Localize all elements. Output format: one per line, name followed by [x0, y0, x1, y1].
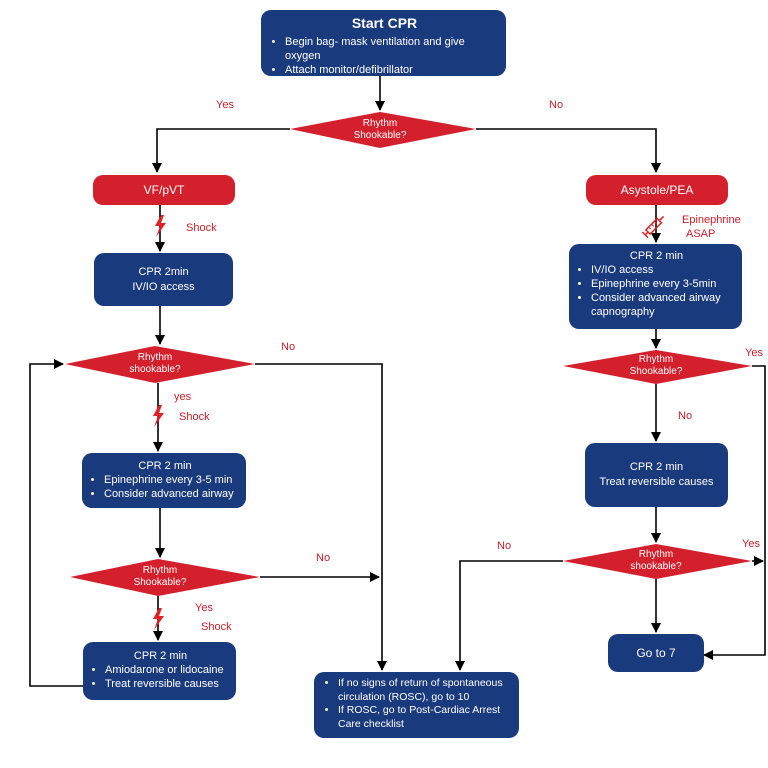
cpr-left-2-item-airway: Consider advanced airway	[104, 487, 240, 501]
no-label-d4: No	[678, 410, 693, 422]
cpr-left-1-line2: IV/IO access	[132, 280, 195, 293]
asystole-pea-box: Asystole/PEA	[586, 175, 728, 205]
rosc-check-box: If no signs of return of spontaneous cir…	[314, 672, 519, 738]
rosc-item-no-signs: If no signs of return of spontaneous cir…	[338, 677, 513, 704]
yes-label-d3: Yes	[195, 602, 213, 614]
diamond-1-line2: Shookable?	[353, 130, 407, 141]
epinephrine-label: Epinephrine	[682, 214, 741, 226]
yes-label-d4: Yes	[745, 347, 763, 359]
start-cpr-box: Start CPR Begin bag- mask ventilation an…	[261, 10, 506, 76]
cpr-left-2-box: CPR 2 min Epinephrine every 3-5 min Cons…	[82, 453, 246, 508]
cpr-right-2-line2: Treat reversible causes	[599, 476, 714, 488]
no-label-d5: No	[497, 540, 512, 552]
shock-label-1: Shock	[186, 222, 217, 234]
diamond-3-text: Rhythm Shookable?	[110, 565, 210, 589]
cpr-left-3-item-amiodarone: Amiodarone or lidocaine	[105, 663, 230, 677]
decision-diamond-3	[70, 559, 260, 596]
no-label-d3: No	[316, 552, 331, 564]
start-item-ventilation: Begin bag- mask ventilation and give oxy…	[285, 35, 498, 63]
diamond-4-text: Rhythm Shookable?	[606, 354, 706, 378]
shock-bolt-icon	[153, 405, 164, 427]
decision-diamond-1	[290, 112, 476, 148]
asap-label: ASAP	[686, 228, 716, 240]
cpr-left-1-box: CPR 2min IV/IO access	[94, 253, 233, 306]
cpr-left-1-title: CPR 2min	[138, 265, 189, 278]
vf-pvt-label: VF/pVT	[143, 182, 185, 197]
diamond-2-line2: shookable?	[129, 364, 181, 375]
no-label-d2: No	[281, 341, 296, 353]
diamond-4-line1: Rhythm	[638, 354, 674, 365]
diamond-3-line2: Shookable?	[133, 577, 187, 588]
cpr-right-1-box: CPR 2 min IV/IO access Epinephrine every…	[569, 244, 742, 329]
shock-bolt-icon	[155, 215, 166, 237]
rosc-item-post-care: If ROSC, go to Post-Cardiac Arrest Care …	[338, 704, 513, 731]
diamond-3-line1: Rhythm	[142, 565, 178, 576]
start-item-monitor: Attach monitor/defibrillator	[285, 63, 498, 77]
syringe-icon	[641, 215, 665, 239]
cpr-left-2-title: CPR 2 min	[138, 460, 192, 472]
yes-label-d1: Yes	[216, 99, 234, 111]
shock-bolt-icon	[153, 608, 164, 630]
shock-label-2: Shock	[179, 411, 210, 423]
cpr-right-1-title: CPR 2 min	[629, 250, 684, 262]
yes-label-d2: yes	[174, 391, 192, 403]
cpr-right-1-item-epinephrine: Epinephrine every 3-5min	[591, 277, 736, 291]
go-to-7-box: Go to 7	[608, 634, 704, 672]
diamond-2-line1: Rhythm	[137, 352, 173, 363]
diamond-4-line2: Shookable?	[629, 366, 683, 377]
no-label-d1: No	[549, 99, 564, 111]
diamond-5-text: Rhythm shookable?	[606, 549, 706, 573]
shock-label-3: Shock	[201, 621, 232, 633]
decision-diamond-4	[563, 350, 752, 384]
diamond-1-text: Rhythm Shookable?	[330, 118, 430, 142]
cpr-right-2-box: CPR 2 min Treat reversible causes	[585, 443, 728, 507]
cpr-left-3-item-reversible: Treat reversible causes	[105, 677, 230, 691]
cpr-left-2-item-epinephrine: Epinephrine every 3-5 min	[104, 473, 240, 487]
start-cpr-title: Start CPR	[351, 15, 418, 31]
cpr-left-3-box: CPR 2 min Amiodarone or lidocaine Treat …	[83, 642, 236, 700]
cpr-right-1-item-access: IV/IO access	[591, 263, 736, 277]
decision-diamond-5	[563, 544, 752, 579]
decision-diamond-2	[65, 346, 255, 383]
go-to-7-label: Go to 7	[636, 645, 676, 660]
vf-pvt-box: VF/pVT	[93, 175, 235, 205]
asystole-pea-label: Asystole/PEA	[620, 182, 694, 197]
diamond-5-line2: shookable?	[630, 561, 682, 572]
diamond-5-line1: Rhythm	[638, 549, 674, 560]
cpr-right-2-title: CPR 2 min	[629, 461, 684, 473]
diamond-2-text: Rhythm shookable?	[105, 352, 205, 376]
cpr-left-3-title: CPR 2 min	[133, 650, 188, 662]
cpr-right-1-item-airway: Consider advanced airway capnography	[591, 291, 736, 319]
yes-label-d5: Yes	[742, 538, 760, 550]
diamond-1-line1: Rhythm	[362, 118, 398, 129]
